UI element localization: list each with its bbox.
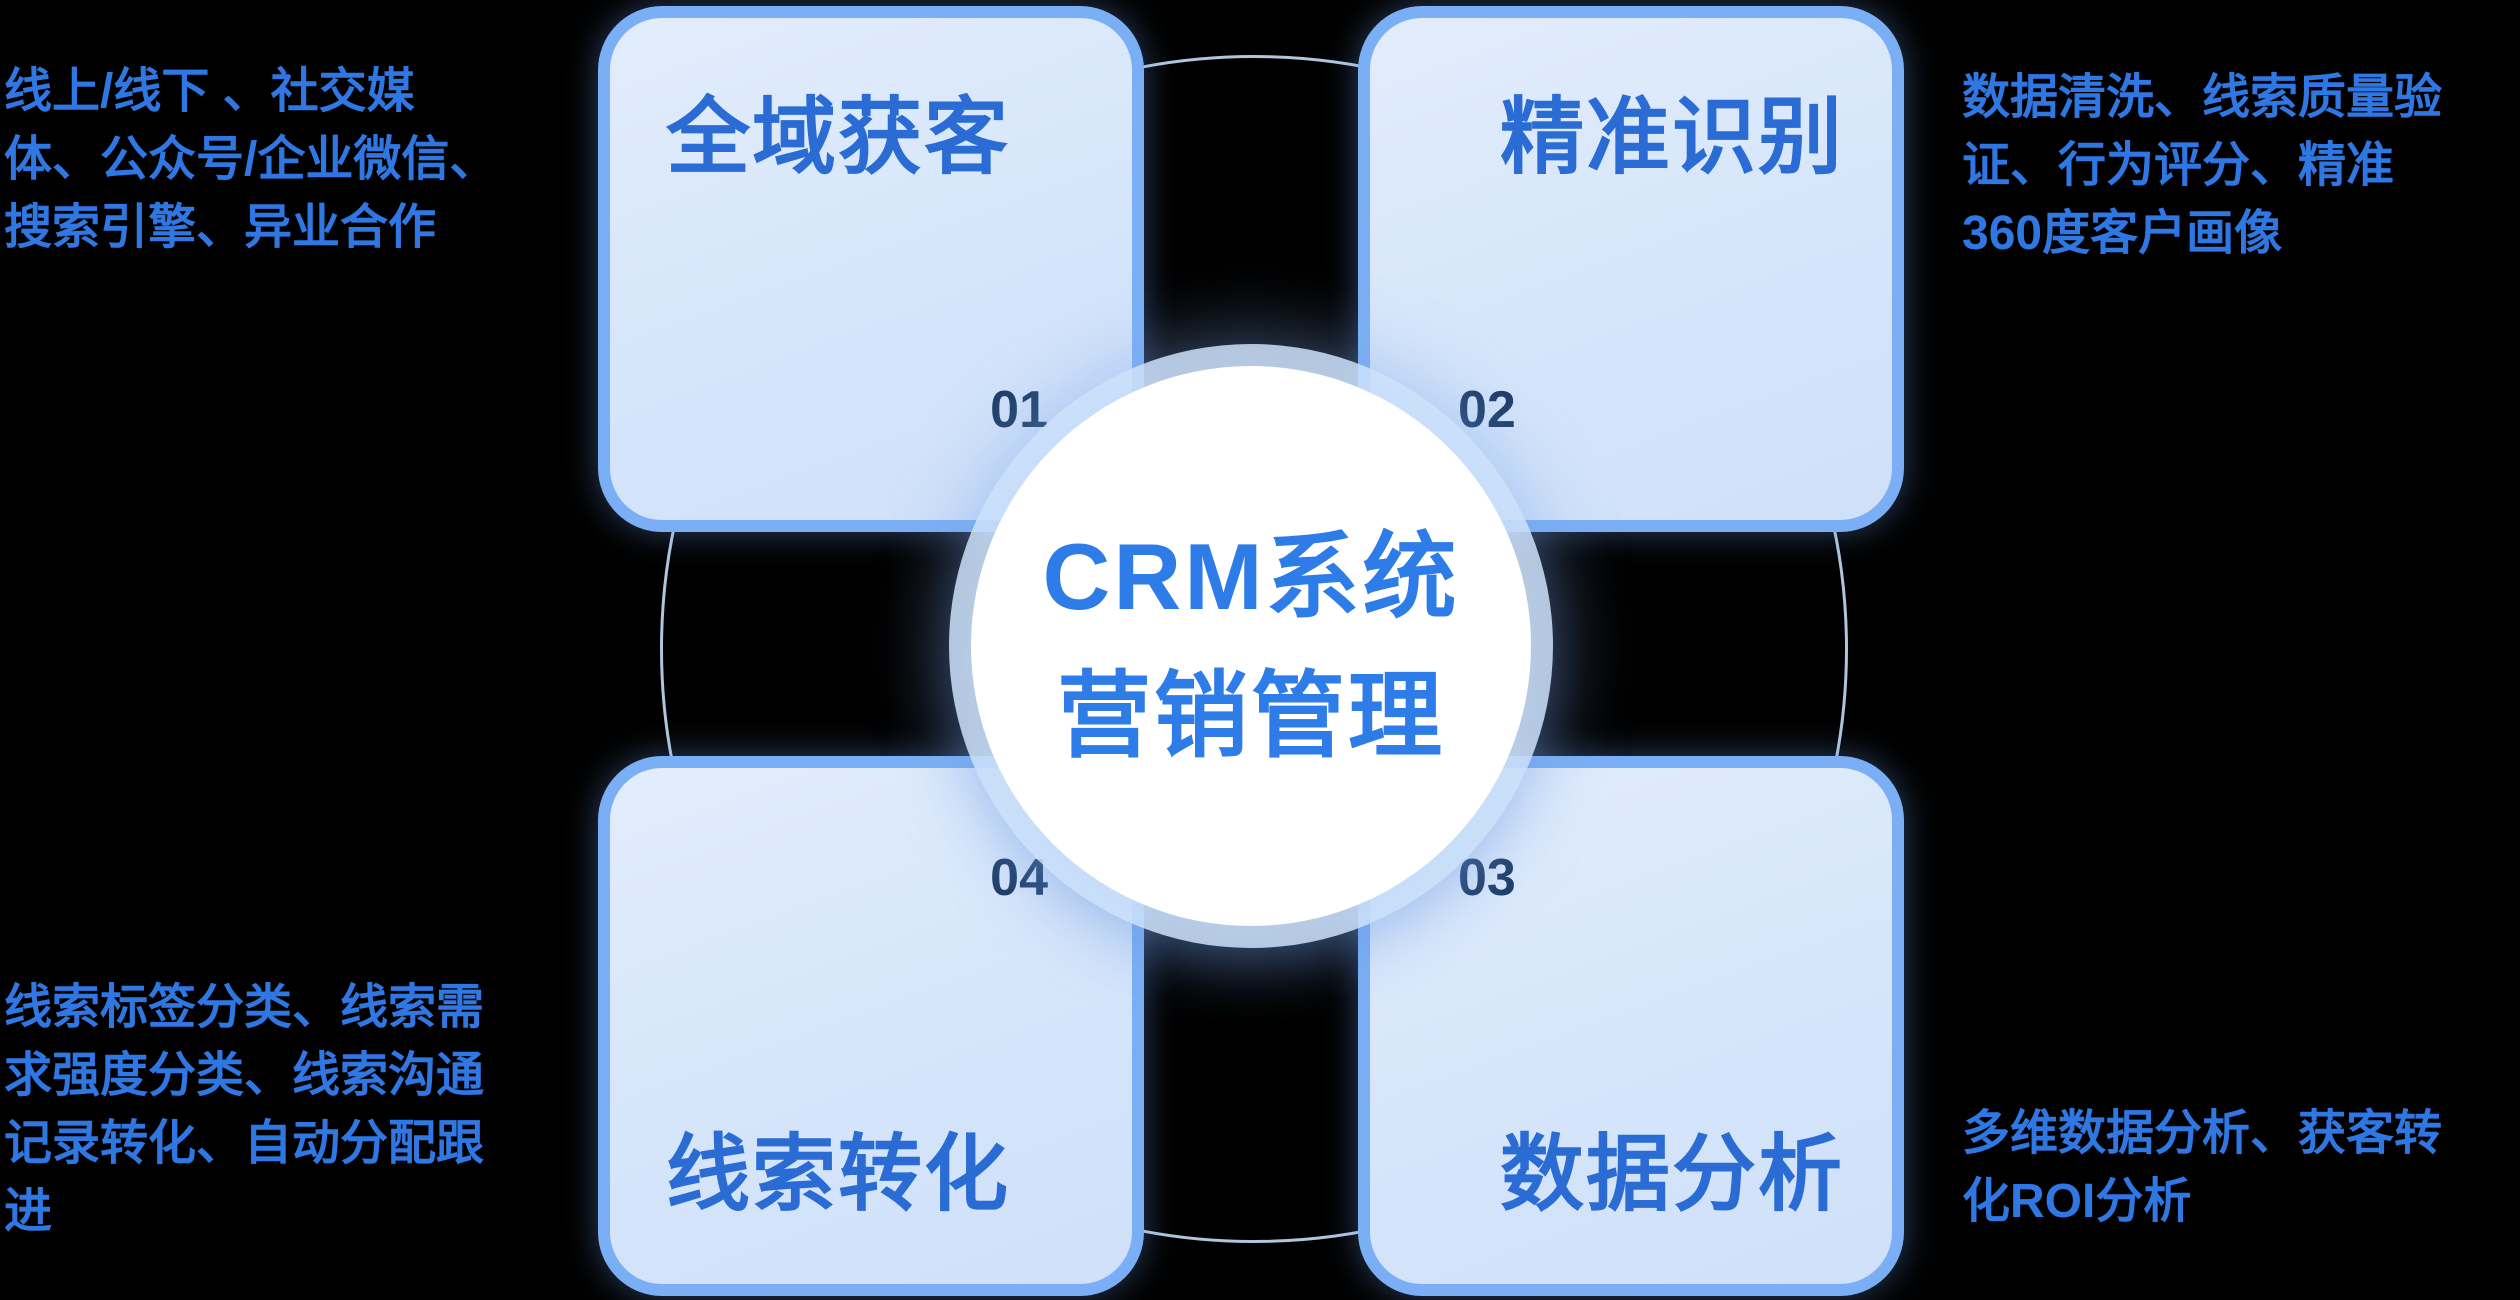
quadrant-title-analysis: 数据分析 [1499, 1127, 1844, 1221]
quadrant-card-analysis: 数据分析 03 [1358, 756, 1904, 1296]
note-acquisition: 线上/线下 、社交媒 体、公众号/企业微信、 搜索引擎、异业合作 [4, 65, 498, 255]
quadrant-number-04: 04 [990, 849, 1048, 907]
quadrant-number-01: 01 [990, 381, 1048, 439]
quadrant-number-02: 02 [1458, 381, 1516, 439]
quadrant-title-acquisition: 全域获客 [666, 90, 1011, 184]
quadrant-title-conversion: 线索转化 [666, 1127, 1011, 1221]
center-title-line1: CRM系统 [1042, 523, 1460, 629]
quadrant-card-acquisition: 全域获客 01 [598, 6, 1144, 532]
connector-ring [660, 55, 1848, 1243]
note-identification: 数据清洗、线索质量验 证、行为评分、精准 360度客户画像 [1962, 71, 2443, 261]
center-title: CRM系统 营销管理 [1042, 507, 1459, 785]
note-conversion: 线索标签分类、线索需 求强度分类、线索沟通 记录转化、自动分配跟 进 [4, 981, 485, 1239]
quadrant-card-conversion: 线索转化 04 [598, 756, 1144, 1296]
quadrant-number-03: 03 [1458, 849, 1516, 907]
note-analysis: 多维数据分析、获客转 化ROI分析 [1962, 1107, 2443, 1229]
center-title-line2: 营销管理 [1056, 663, 1445, 768]
quadrant-title-identification: 精准识别 [1499, 90, 1844, 184]
center-badge: CRM系统 营销管理 [971, 366, 1531, 926]
